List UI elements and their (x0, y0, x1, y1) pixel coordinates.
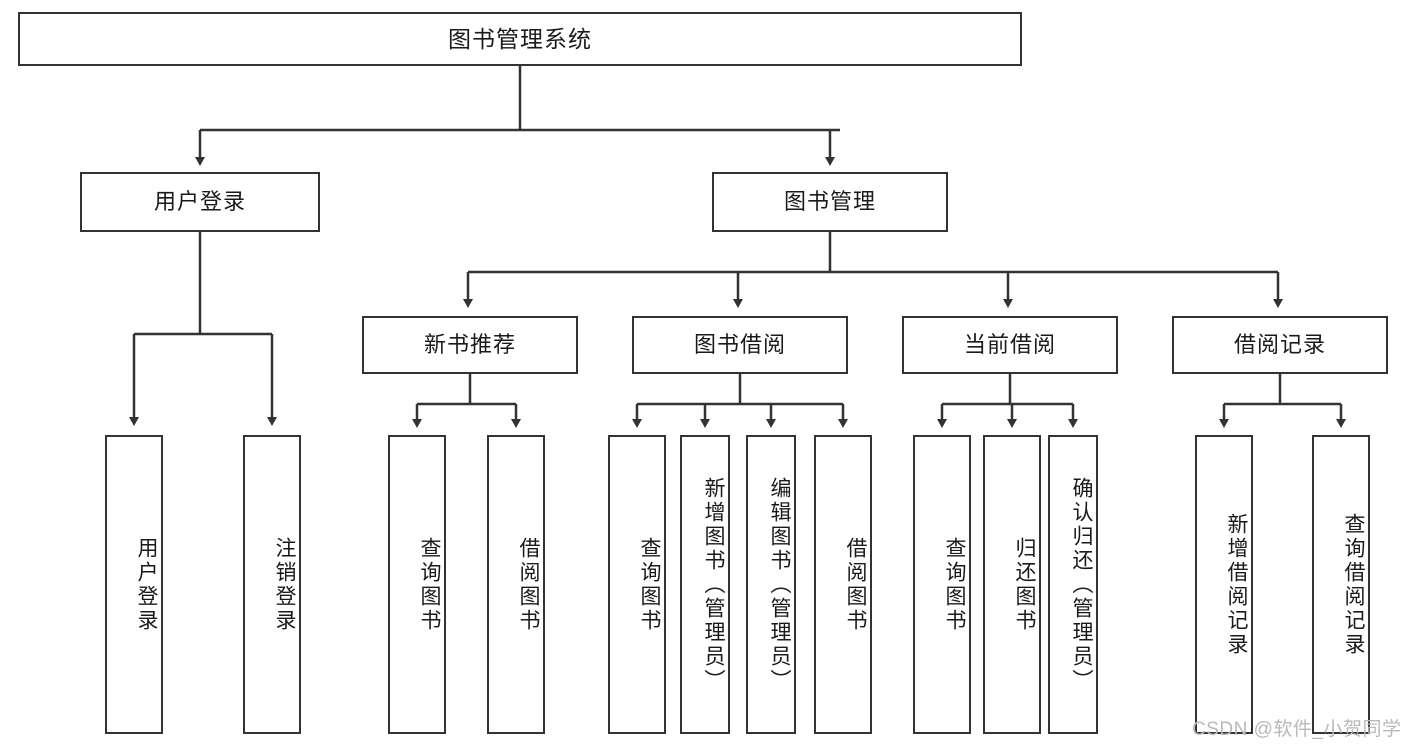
link-group-root (195, 66, 840, 166)
node-label: 新书推荐 (423, 332, 516, 358)
leaf-add-book-admin[interactable]: 新增图书（管理员） (680, 435, 730, 734)
node-label: 用户登录 (135, 536, 158, 633)
node-label: 归还图书 (1013, 536, 1036, 633)
node-label: 借阅记录 (1233, 332, 1326, 358)
leaf-query-books-current[interactable]: 查询图书 (913, 435, 971, 734)
node-label: 编辑图书（管理员） (768, 476, 791, 693)
node-label: 图书借阅 (693, 332, 786, 358)
node-label: 新增图书（管理员） (702, 476, 725, 693)
node-label: 用户登录 (153, 189, 246, 215)
node-label: 查询借阅记录 (1342, 512, 1365, 657)
node-label: 当前借阅 (963, 332, 1056, 358)
link-group-user-login (129, 232, 277, 426)
leaf-query-books-borrow[interactable]: 查询图书 (608, 435, 666, 734)
node-borrow-records[interactable]: 借阅记录 (1172, 316, 1388, 374)
node-new-book-recommend[interactable]: 新书推荐 (362, 316, 578, 374)
node-book-borrow[interactable]: 图书借阅 (632, 316, 848, 374)
node-label: 确认归还（管理员） (1070, 476, 1093, 693)
leaf-borrow-books[interactable]: 借阅图书 (814, 435, 872, 734)
leaf-confirm-return-admin[interactable]: 确认归还（管理员） (1048, 435, 1098, 734)
node-label: 借阅图书 (517, 536, 540, 633)
node-label: 注销登录 (273, 536, 296, 633)
node-label: 借阅图书 (844, 536, 867, 633)
node-label: 图书管理系统 (448, 25, 592, 52)
node-label: 新增借阅记录 (1225, 512, 1248, 657)
leaf-return-books[interactable]: 归还图书 (983, 435, 1041, 734)
node-root-book-management-system[interactable]: 图书管理系统 (18, 12, 1022, 66)
leaf-edit-book-admin[interactable]: 编辑图书（管理员） (746, 435, 796, 734)
node-label: 查询图书 (638, 536, 661, 633)
leaf-logout[interactable]: 注销登录 (243, 435, 301, 734)
leaf-query-borrow-record[interactable]: 查询借阅记录 (1312, 435, 1370, 734)
link-group-records (1219, 374, 1346, 428)
link-group-book-manage (463, 232, 1283, 308)
link-group-borrow (632, 374, 848, 428)
node-current-borrow[interactable]: 当前借阅 (902, 316, 1118, 374)
link-group-new-books (412, 374, 521, 428)
node-label: 图书管理 (783, 189, 876, 215)
csdn-watermark: CSDN @软件_小贺同学 (1192, 719, 1402, 740)
node-user-login[interactable]: 用户登录 (80, 172, 320, 232)
leaf-user-login[interactable]: 用户登录 (105, 435, 163, 734)
node-book-management[interactable]: 图书管理 (712, 172, 948, 232)
leaf-query-books-new[interactable]: 查询图书 (388, 435, 446, 734)
node-label: 查询图书 (418, 536, 441, 633)
leaf-borrow-books-new[interactable]: 借阅图书 (487, 435, 545, 734)
leaf-add-borrow-record[interactable]: 新增借阅记录 (1195, 435, 1253, 734)
link-group-current-borrow (937, 374, 1078, 428)
node-label: 查询图书 (943, 536, 966, 633)
